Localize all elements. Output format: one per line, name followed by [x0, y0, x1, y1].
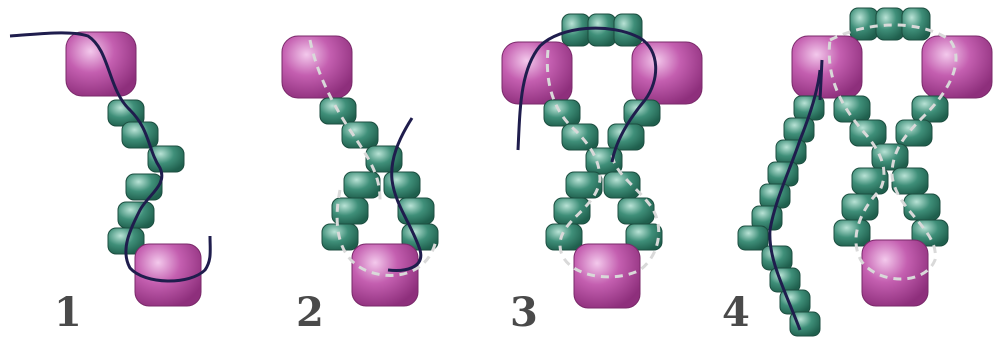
- small-bead-new-column: [737, 95, 825, 337]
- hidden-thread: [308, 39, 438, 277]
- small-bead-column: [319, 97, 403, 173]
- large-bead: [861, 239, 929, 307]
- large-bead: [791, 35, 993, 99]
- step-2: 2: [281, 35, 439, 336]
- large-bead: [134, 243, 202, 307]
- step-1: 1: [9, 31, 212, 336]
- large-bead: [501, 41, 703, 105]
- thread-entry-arrow: [818, 59, 824, 101]
- large-bead: [281, 35, 353, 99]
- step-label: 4: [722, 289, 750, 336]
- hidden-thread: [545, 49, 661, 279]
- thread-path: [9, 31, 212, 283]
- small-bead-x: [543, 99, 663, 251]
- thread-path: [768, 69, 822, 331]
- large-bead: [351, 243, 419, 307]
- hidden-thread: [827, 23, 958, 281]
- step-4: 4: [722, 7, 993, 337]
- thread-path: [387, 117, 423, 272]
- small-bead-column: [107, 99, 185, 255]
- step-label: 2: [296, 289, 324, 336]
- step-3: 3: [501, 13, 703, 336]
- small-bead-top-row: [849, 7, 931, 41]
- step-label: 1: [54, 289, 82, 336]
- small-bead-x: [833, 95, 949, 247]
- thread-path: [516, 26, 658, 163]
- small-bead-top-row: [561, 13, 643, 47]
- large-bead: [65, 31, 137, 97]
- step-label: 3: [510, 289, 538, 336]
